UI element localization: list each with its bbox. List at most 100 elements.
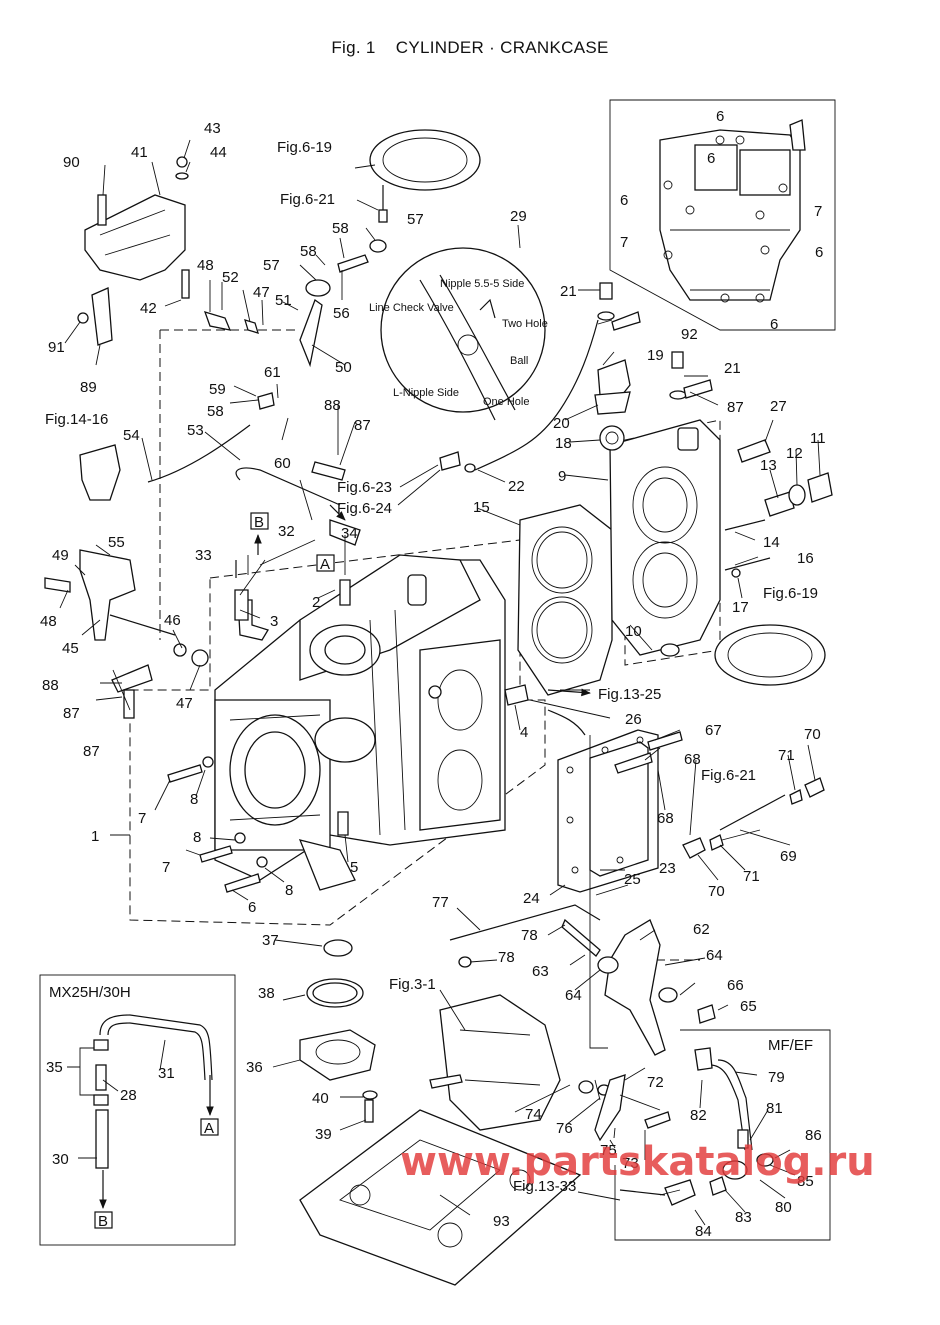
ref-fig-6-21-right: Fig.6-21 (701, 767, 756, 784)
callout-15: 15 (473, 499, 490, 516)
callout-59: 59 (209, 381, 226, 398)
callout-7-inset-right: 7 (814, 203, 822, 220)
callout-49: 49 (52, 547, 69, 564)
callout-85: 85 (797, 1173, 814, 1190)
mx25h-inset (39, 974, 236, 1246)
connector-tags: B A A B (94, 512, 335, 1230)
callout-83: 83 (735, 1209, 752, 1226)
watermark: www.partskatalog.ru (400, 1139, 875, 1185)
callout-88-a: 88 (324, 397, 341, 414)
callout-82: 82 (690, 1107, 707, 1124)
callout-87-d: 87 (83, 743, 100, 760)
callout-64-b: 64 (565, 987, 582, 1004)
callout-28: 28 (120, 1087, 137, 1104)
callout-36: 36 (246, 1059, 263, 1076)
figure-title: Fig. 1 CYLINDER · CRANKCASE (0, 38, 940, 58)
callout-84: 84 (695, 1223, 712, 1240)
callout-41: 41 (131, 144, 148, 161)
ref-fig-6-19-top: Fig.6-19 (277, 139, 332, 156)
detail-nipple: Nipple 5.5-5 Side (440, 278, 524, 290)
leader-lines (59, 139, 821, 1226)
detail-l-nipple: L-Nipple Side (393, 387, 459, 399)
callout-40: 40 (312, 1090, 329, 1107)
callout-6-bottom: 6 (770, 316, 778, 333)
callout-7-a: 7 (138, 810, 146, 827)
callout-66: 66 (727, 977, 744, 994)
callout-33: 33 (195, 547, 212, 564)
tag-a-box (316, 554, 335, 572)
callout-92: 92 (681, 326, 698, 343)
callout-14: 14 (763, 534, 780, 551)
callout-60: 60 (274, 455, 291, 472)
callout-67: 67 (705, 722, 722, 739)
cylinder-crankcase-body (214, 554, 506, 891)
callout-53: 53 (187, 422, 204, 439)
thermostat-group (594, 282, 713, 451)
tag-a: A (320, 556, 330, 573)
callout-77: 77 (432, 894, 449, 911)
callout-46: 46 (164, 612, 181, 629)
detail-two-hole: Two Hole (502, 318, 548, 330)
callout-8-c: 8 (285, 882, 293, 899)
callout-71-a: 71 (778, 747, 795, 764)
ref-fig-6-23: Fig.6-23 (337, 479, 392, 496)
callout-6: 6 (248, 899, 256, 916)
callout-44: 44 (210, 144, 227, 161)
exhaust-cover (547, 709, 659, 893)
figure-number: Fig. 1 (331, 38, 376, 57)
tag-b: B (254, 514, 264, 531)
tag-a-inset-box (200, 1118, 219, 1136)
callout-88-b: 88 (42, 677, 59, 694)
callout-29: 29 (510, 208, 527, 225)
callout-34: 34 (341, 525, 358, 542)
callout-80: 80 (775, 1199, 792, 1216)
cylinder-top-view-inset (609, 99, 836, 331)
callout-7-inset-left: 7 (620, 234, 628, 251)
bottom-gasket (299, 1109, 582, 1286)
callout-2: 2 (312, 594, 320, 611)
ref-fig-14-16: Fig.14-16 (45, 411, 108, 428)
callout-39: 39 (315, 1126, 332, 1143)
lower-seal-group (299, 939, 378, 1123)
callout-51: 51 (275, 292, 292, 309)
callout-78-b: 78 (498, 949, 515, 966)
callout-48-a: 48 (197, 257, 214, 274)
top-gasket-reference (369, 129, 481, 223)
detail-one-hole: One Hole (483, 396, 529, 408)
callout-76: 76 (556, 1120, 573, 1137)
callout-13: 13 (760, 457, 777, 474)
ref-fig-6-24: Fig.6-24 (337, 500, 392, 517)
callout-21-a: 21 (560, 283, 577, 300)
mf-ef-inset (614, 1029, 831, 1241)
lower-casing-reference (429, 994, 561, 1131)
callout-50: 50 (335, 359, 352, 376)
callout-45: 45 (62, 640, 79, 657)
hose-group (234, 319, 599, 836)
callout-21-b: 21 (724, 360, 741, 377)
throttle-linkage-group (449, 731, 825, 1142)
cylinder-head-gasket (517, 504, 613, 696)
check-valve-detail (380, 247, 546, 421)
callout-38: 38 (258, 985, 275, 1002)
callout-8-b: 8 (193, 829, 201, 846)
detail-check-valve: Line Check Valve (369, 302, 454, 314)
callout-20: 20 (553, 415, 570, 432)
detail-ball: Ball (510, 355, 528, 367)
callout-64-a: 64 (706, 947, 723, 964)
callout-74: 74 (525, 1106, 542, 1123)
callout-90: 90 (63, 154, 80, 171)
callout-89: 89 (80, 379, 97, 396)
callout-6-left: 6 (620, 192, 628, 209)
arrow-icon (329, 504, 346, 521)
callout-58-a: 58 (300, 243, 317, 260)
callout-11: 11 (810, 430, 826, 447)
callout-52: 52 (222, 269, 239, 286)
callout-19: 19 (647, 347, 664, 364)
callout-70-a: 70 (804, 726, 821, 743)
callout-3: 3 (270, 613, 278, 630)
callout-56: 56 (333, 305, 350, 322)
callout-16: 16 (797, 550, 814, 567)
callout-57-b: 57 (407, 211, 424, 228)
callout-10: 10 (625, 623, 642, 640)
callout-43: 43 (204, 120, 221, 137)
